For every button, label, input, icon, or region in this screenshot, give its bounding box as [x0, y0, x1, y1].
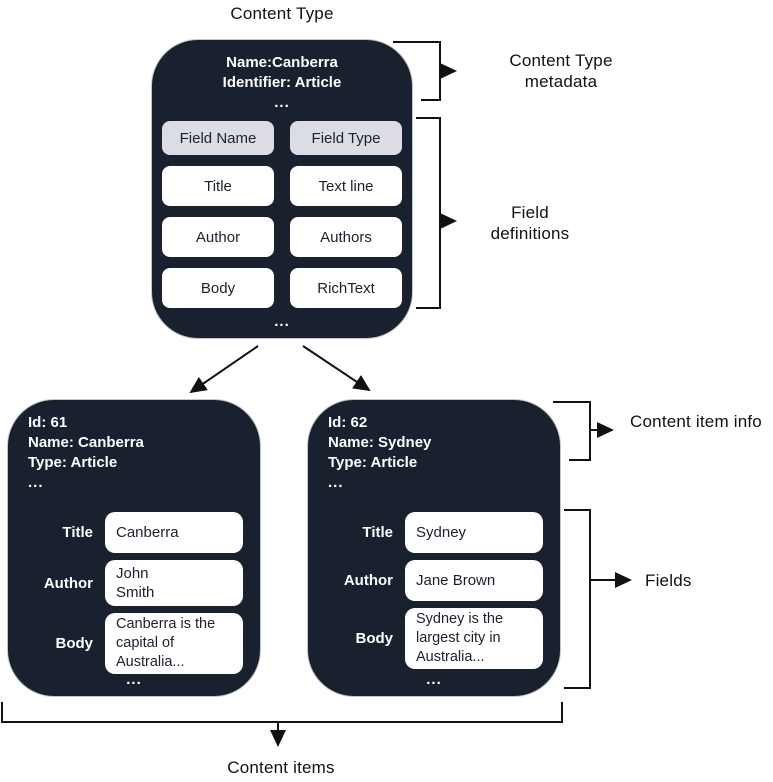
- annotation-field-definitions: Field definitions: [490, 203, 570, 243]
- item-type: Type: Article: [28, 454, 118, 471]
- content-item-info-block: Id: 62 Name: Sydney Type: Article ...: [308, 400, 560, 493]
- content-type-more: ...: [274, 94, 290, 111]
- item-fields: Title Sydney Author Jane Brown Body Sydn…: [308, 512, 560, 676]
- bracket-fields: [564, 509, 591, 689]
- content-item-card-sydney: Id: 62 Name: Sydney Type: Article ... Ti…: [308, 400, 560, 696]
- field-value-box: Jane Brown: [405, 560, 543, 601]
- field-row-author: Author John Smith: [8, 560, 260, 606]
- field-row-body: Body Sydney is the largest city in Austr…: [308, 608, 560, 669]
- field-value-box: Sydney is the largest city in Australia.…: [405, 608, 543, 669]
- arrow-type-to-canberra: [189, 345, 259, 394]
- field-row-body: Body Canberra is the capital of Australi…: [8, 613, 260, 674]
- field-label: Title: [362, 524, 393, 541]
- content-item-ellipsis: ...: [426, 671, 442, 688]
- item-type: Type: Article: [328, 454, 418, 471]
- field-value-box: Canberra: [105, 512, 243, 553]
- field-type-cell: RichText: [290, 268, 402, 308]
- field-definition-table: Field Name Field Type Title Text line Au…: [162, 121, 402, 308]
- bracket-field-definitions: [416, 117, 441, 309]
- annotation-content-items: Content items: [227, 758, 335, 777]
- field-row-title: Title Canberra: [8, 512, 260, 553]
- field-type-cell: Authors: [290, 217, 402, 257]
- item-name: Name: Sydney: [328, 434, 432, 451]
- field-type-header-cell: Field Type: [290, 121, 402, 155]
- bracket-content-items: [1, 702, 563, 723]
- item-id: Id: 62: [328, 414, 368, 431]
- item-name: Name: Canberra: [28, 434, 144, 451]
- field-value-box: John Smith: [105, 560, 243, 606]
- field-value-box: Sydney: [405, 512, 543, 553]
- item-more: ...: [28, 474, 44, 491]
- content-item-info-block: Id: 61 Name: Canberra Type: Article ...: [8, 400, 260, 493]
- arrow-type-to-sydney: [302, 345, 371, 392]
- field-label: Body: [55, 635, 94, 652]
- field-row-title: Title Sydney: [308, 512, 560, 553]
- field-value-box: Canberra is the capital of Australia...: [105, 613, 243, 674]
- item-more: ...: [328, 474, 344, 491]
- field-row-author: Author Jane Brown: [308, 560, 560, 601]
- field-name-cell: Body: [162, 268, 274, 308]
- content-type-card: Name:Canberra Identifier: Article ... Fi…: [152, 40, 412, 338]
- field-label: Body: [355, 630, 394, 647]
- annotation-content-item-info: Content item info: [630, 412, 762, 431]
- item-id: Id: 61: [28, 414, 68, 431]
- annotation-fields: Fields: [645, 571, 692, 590]
- field-name-cell: Author: [162, 217, 274, 257]
- content-type-identifier: Identifier: Article: [222, 74, 342, 91]
- content-type-name: Name:Canberra: [226, 54, 338, 71]
- field-type-cell: Text line: [290, 166, 402, 206]
- field-name-header-cell: Field Name: [162, 121, 274, 155]
- item-fields: Title Canberra Author John Smith Body Ca…: [8, 512, 260, 681]
- annotation-content-type-metadata: Content Type metadata: [509, 51, 613, 91]
- field-label: Title: [62, 524, 93, 541]
- field-label: Author: [43, 574, 93, 592]
- diagram-title: Content Type: [230, 4, 334, 23]
- content-item-card-canberra: Id: 61 Name: Canberra Type: Article ... …: [8, 400, 260, 696]
- content-item-ellipsis: ...: [126, 671, 142, 688]
- content-type-metadata-block: Name:Canberra Identifier: Article ...: [152, 40, 412, 113]
- field-label: Author: [343, 572, 393, 589]
- field-name-cell: Title: [162, 166, 274, 206]
- content-type-ellipsis: ...: [274, 313, 290, 330]
